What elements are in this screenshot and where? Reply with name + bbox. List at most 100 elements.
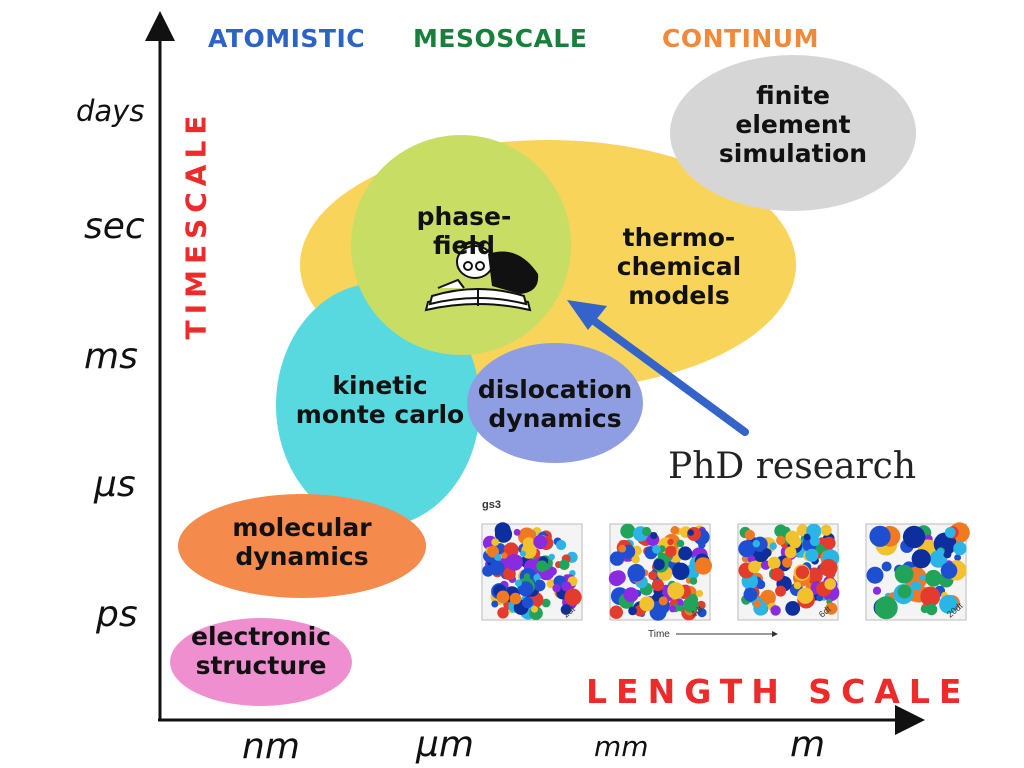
grain	[672, 562, 690, 580]
thermo-line-1: thermo-	[622, 223, 736, 252]
grain	[676, 539, 685, 548]
grain	[523, 573, 531, 580]
grain	[628, 606, 637, 616]
grain	[651, 579, 664, 592]
x-tick-nm: nm	[242, 726, 300, 767]
grain	[509, 592, 522, 605]
strip-title: gs3	[482, 499, 501, 511]
grain	[518, 581, 534, 597]
grain	[653, 558, 665, 571]
grain	[743, 587, 758, 602]
grain	[627, 563, 646, 582]
grain	[552, 584, 561, 593]
phd-arrow	[586, 314, 749, 436]
grain	[687, 529, 694, 536]
x-tick-um: µm	[416, 724, 474, 765]
grain	[494, 554, 502, 562]
grain	[943, 550, 952, 559]
grain	[564, 588, 582, 606]
grain	[795, 565, 810, 579]
grain	[925, 569, 942, 587]
grain	[501, 552, 508, 559]
kmc-line-1: kinetic	[332, 371, 428, 400]
thermo-line-3: models	[628, 280, 730, 310]
grain	[665, 545, 677, 558]
grain	[620, 523, 636, 539]
y-tick-us: µs	[94, 464, 136, 505]
electronic-region	[170, 618, 352, 706]
grain	[689, 577, 698, 585]
electronic-line-2: structure	[195, 650, 327, 680]
grain	[658, 596, 668, 606]
grain	[642, 526, 652, 537]
grain	[738, 540, 756, 558]
grain	[805, 548, 819, 562]
phd-arrow-head-icon	[567, 300, 607, 330]
time-label: Time	[648, 629, 670, 640]
grain	[677, 605, 684, 612]
grain	[782, 557, 793, 568]
grain	[819, 558, 838, 577]
dislocation-line-1: dislocation	[477, 375, 633, 404]
grain	[694, 557, 712, 575]
grain	[785, 530, 800, 545]
grain	[806, 523, 822, 539]
grain	[696, 600, 706, 610]
grain	[796, 524, 809, 537]
phasefield-line-1: phase-field	[416, 202, 512, 260]
dislocation-region	[467, 343, 643, 463]
electronic-line-1: electronic	[191, 622, 331, 651]
kmc-line-2: monte carlo	[295, 399, 465, 429]
grain	[531, 605, 538, 613]
grain	[631, 555, 640, 564]
grain	[869, 525, 891, 547]
grain	[667, 538, 674, 546]
grain	[497, 607, 509, 619]
grain	[920, 586, 941, 607]
grain	[748, 560, 761, 574]
grain	[513, 528, 521, 536]
kmc-label: kinetic monte carlo	[290, 371, 470, 430]
grain	[954, 554, 961, 561]
grain	[650, 532, 658, 540]
grain	[744, 529, 755, 541]
dislocation-label: dislocation dynamics	[472, 375, 638, 434]
grain	[925, 603, 938, 616]
grain	[785, 601, 801, 616]
grain	[496, 590, 510, 604]
grain	[809, 536, 820, 547]
grain	[609, 551, 625, 566]
grain	[533, 573, 541, 582]
phasefield-label: phase-field	[396, 202, 532, 261]
grain	[697, 608, 707, 618]
x-axis-title: LENGTH SCALE	[586, 672, 971, 711]
grain	[872, 586, 882, 595]
grain	[533, 579, 546, 592]
md-line-1: molecular	[232, 513, 372, 542]
grain	[753, 600, 761, 608]
grain	[920, 604, 929, 614]
grain	[503, 567, 516, 581]
grain	[698, 541, 706, 549]
y-tick-ps: ps	[96, 594, 138, 635]
fem-region	[670, 55, 916, 211]
grain	[897, 584, 912, 599]
grain	[944, 527, 956, 538]
grain	[806, 567, 823, 585]
grain	[491, 538, 500, 546]
thermo-label: thermo- chemical models	[604, 223, 754, 310]
grain	[618, 544, 627, 553]
grain	[652, 544, 661, 554]
grain	[559, 559, 570, 571]
grain	[939, 594, 958, 614]
grain	[866, 566, 884, 584]
grain	[503, 542, 519, 558]
grain	[494, 522, 511, 539]
y-axis-title: TIMESCALE	[179, 109, 213, 340]
grain	[489, 560, 505, 576]
grain	[522, 597, 534, 609]
